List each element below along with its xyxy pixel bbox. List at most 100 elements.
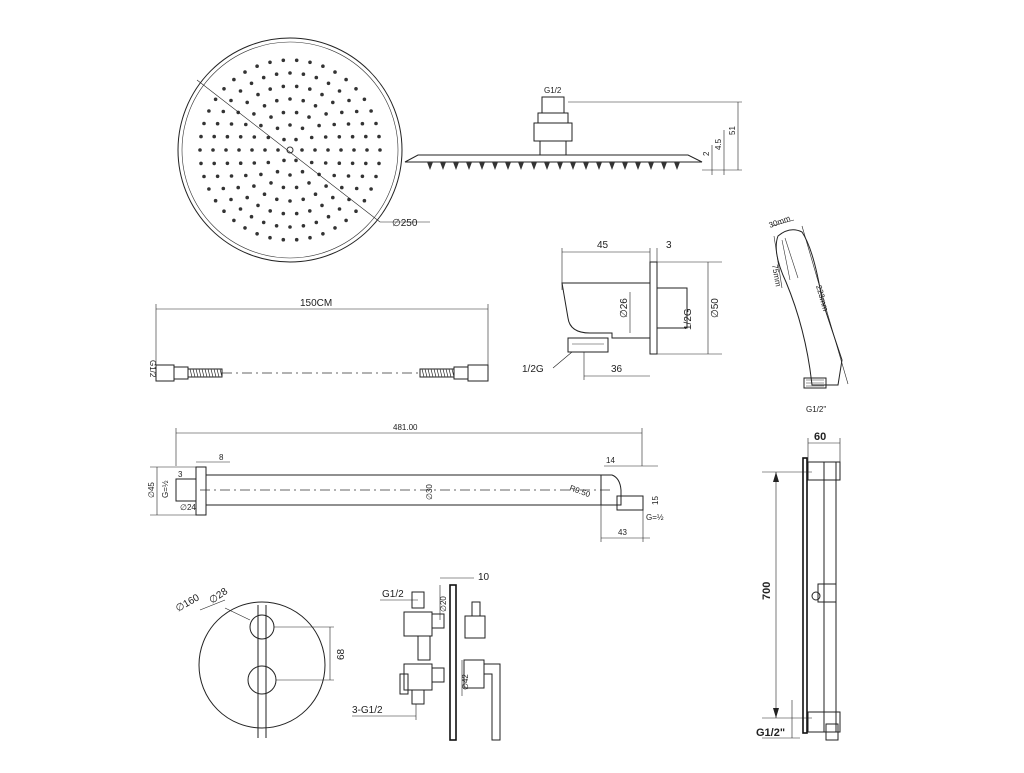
shower-head-dim-b-label: 4.5: [714, 138, 723, 150]
nozzle: [321, 232, 325, 236]
nozzle: [275, 197, 279, 202]
arm-dim-24-label: ∅24: [180, 503, 196, 512]
nozzle: [313, 104, 318, 108]
nozzle: [263, 148, 267, 152]
nozzle: [337, 161, 342, 165]
nozzle: [307, 115, 311, 119]
hose-coil-line: [451, 368, 455, 378]
nozzle: [236, 185, 240, 190]
nozzle: [215, 174, 220, 179]
valve-outlet-label: ∅20: [439, 596, 448, 612]
rail-width-label: 60: [814, 431, 826, 443]
nozzle: [237, 148, 241, 152]
nozzle: [256, 92, 260, 97]
nozzle: [229, 174, 234, 178]
elbow-plate-label: 3: [666, 240, 672, 251]
nozzle: [288, 123, 292, 127]
hose-coil-line: [213, 368, 217, 378]
nozzle: [294, 84, 299, 89]
valve-body-label: ∅42: [461, 674, 470, 690]
elbow-plate-dia-label: ∅50: [710, 298, 721, 318]
shower-head-inlet-label: G1/2: [544, 86, 562, 95]
nozzle: [288, 71, 292, 75]
nozzle: [309, 135, 314, 140]
nozzle: [300, 169, 305, 174]
nozzle: [224, 148, 228, 152]
nozzle: [199, 161, 203, 166]
nozzle: [301, 72, 306, 76]
nozzle: [294, 158, 298, 163]
nozzle: [215, 121, 220, 126]
nozzle: [300, 126, 305, 131]
nozzle: [255, 64, 259, 68]
nozzle: [294, 110, 299, 115]
nozzle: [281, 110, 286, 115]
arm-length-label: 481.00: [393, 423, 418, 432]
nozzle: [268, 235, 272, 240]
nozzle: [317, 123, 321, 128]
hose-coil-line: [427, 368, 431, 378]
nozzle: [308, 209, 312, 213]
nozzle: [213, 97, 218, 102]
side-nozzle: [453, 162, 459, 170]
nozzle: [377, 134, 381, 139]
nozzle: [324, 112, 328, 116]
nozzle: [262, 192, 267, 196]
nozzle: [249, 214, 254, 219]
shower-head-diameter-label: ∅250: [392, 218, 418, 229]
nozzle: [244, 173, 248, 178]
nozzle: [360, 174, 365, 179]
hose-coil-line: [189, 368, 193, 378]
nozzle: [323, 135, 328, 139]
nozzle: [238, 89, 243, 93]
nozzle: [360, 121, 365, 126]
nozzle: [350, 134, 355, 139]
hose-coil-line: [192, 368, 196, 378]
nozzle: [252, 161, 257, 165]
side-nozzle: [622, 162, 628, 170]
nozzle: [252, 184, 256, 188]
nozzle: [256, 203, 260, 208]
nozzle: [294, 185, 299, 190]
nozzle: [252, 112, 256, 116]
side-nozzle: [674, 162, 680, 170]
hose-coil-line: [201, 368, 205, 378]
side-nozzle: [635, 162, 641, 170]
nozzle: [364, 134, 368, 139]
side-nozzle: [596, 162, 602, 170]
hose-coils: [189, 368, 455, 378]
nozzle: [229, 197, 233, 202]
side-nozzle: [531, 162, 537, 170]
nozzle: [261, 220, 266, 225]
nozzle: [326, 148, 330, 152]
nozzle: [346, 122, 351, 126]
hose-coil-line: [430, 368, 434, 378]
hose-coil-line: [442, 368, 446, 378]
nozzle: [314, 220, 319, 225]
nozzle: [243, 226, 247, 230]
nozzle: [274, 72, 279, 76]
nozzle: [350, 161, 355, 166]
hose-coil-line: [445, 368, 449, 378]
shower-head-height-label: 51: [728, 126, 737, 135]
side-nozzle: [440, 162, 446, 170]
hose-coil-line: [204, 368, 208, 378]
nozzle: [249, 81, 254, 86]
nozzle: [262, 104, 267, 108]
nozzle: [261, 75, 266, 80]
hose-coil-line: [207, 368, 211, 378]
valve-depth-label: 10: [478, 572, 490, 583]
nozzle: [276, 148, 280, 152]
nozzle: [294, 211, 299, 216]
nozzle: [301, 224, 306, 228]
hose-thread-label: G1/2: [148, 360, 157, 378]
nozzle: [232, 218, 236, 223]
nozzle: [313, 148, 317, 152]
nozzle: [250, 148, 254, 152]
side-nozzles: [427, 162, 680, 170]
nozzle: [198, 148, 202, 152]
nozzle: [269, 181, 273, 185]
nozzle-pattern: [198, 58, 382, 242]
nozzle: [344, 218, 348, 223]
nozzle: [288, 225, 292, 229]
